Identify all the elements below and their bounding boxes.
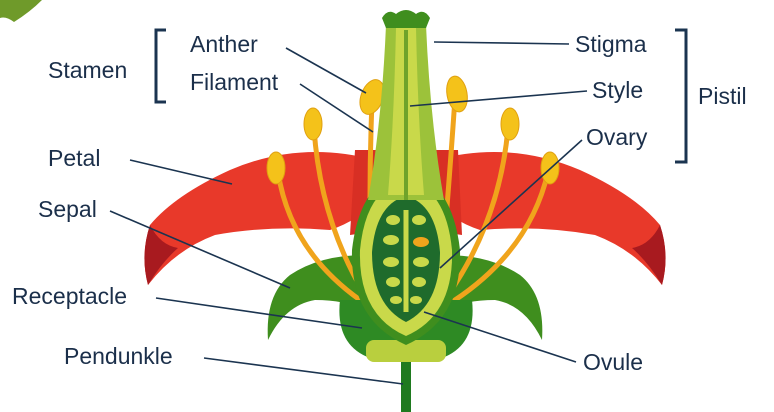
- anther-1: [267, 152, 285, 184]
- ovule: [412, 277, 426, 287]
- label-ovule: Ovule: [583, 349, 643, 375]
- label-style: Style: [592, 77, 643, 103]
- ovule: [383, 235, 399, 245]
- leaf-corner-decoration: [0, 0, 42, 22]
- label-filament: Filament: [190, 69, 279, 95]
- label-stigma: Stigma: [575, 31, 647, 57]
- ovule: [386, 277, 400, 287]
- pistil-bracket: [675, 30, 686, 162]
- ovule: [386, 215, 400, 225]
- ovule: [410, 296, 422, 304]
- ovule: [383, 257, 399, 267]
- label-petal: Petal: [48, 145, 100, 171]
- anther-2: [304, 108, 322, 140]
- ovule: [413, 237, 429, 247]
- stigma: [382, 10, 430, 28]
- leader-petal: [130, 160, 232, 184]
- leader-anther: [286, 48, 366, 93]
- leader-style: [410, 91, 587, 106]
- leader-stigma: [434, 42, 569, 44]
- label-pistil: Pistil: [698, 83, 747, 109]
- label-ovary: Ovary: [586, 124, 648, 150]
- ovule: [412, 215, 426, 225]
- ovule: [413, 257, 429, 267]
- label-sepal: Sepal: [38, 196, 97, 222]
- label-pendunkle: Pendunkle: [64, 343, 173, 369]
- label-anther: Anther: [190, 31, 258, 57]
- label-stamen: Stamen: [48, 57, 127, 83]
- label-receptacle: Receptacle: [12, 283, 127, 309]
- leader-receptacle: [156, 298, 362, 328]
- anther-5: [501, 108, 519, 140]
- stamen-bracket: [156, 30, 166, 102]
- ovule: [390, 296, 402, 304]
- anther-4: [444, 75, 470, 114]
